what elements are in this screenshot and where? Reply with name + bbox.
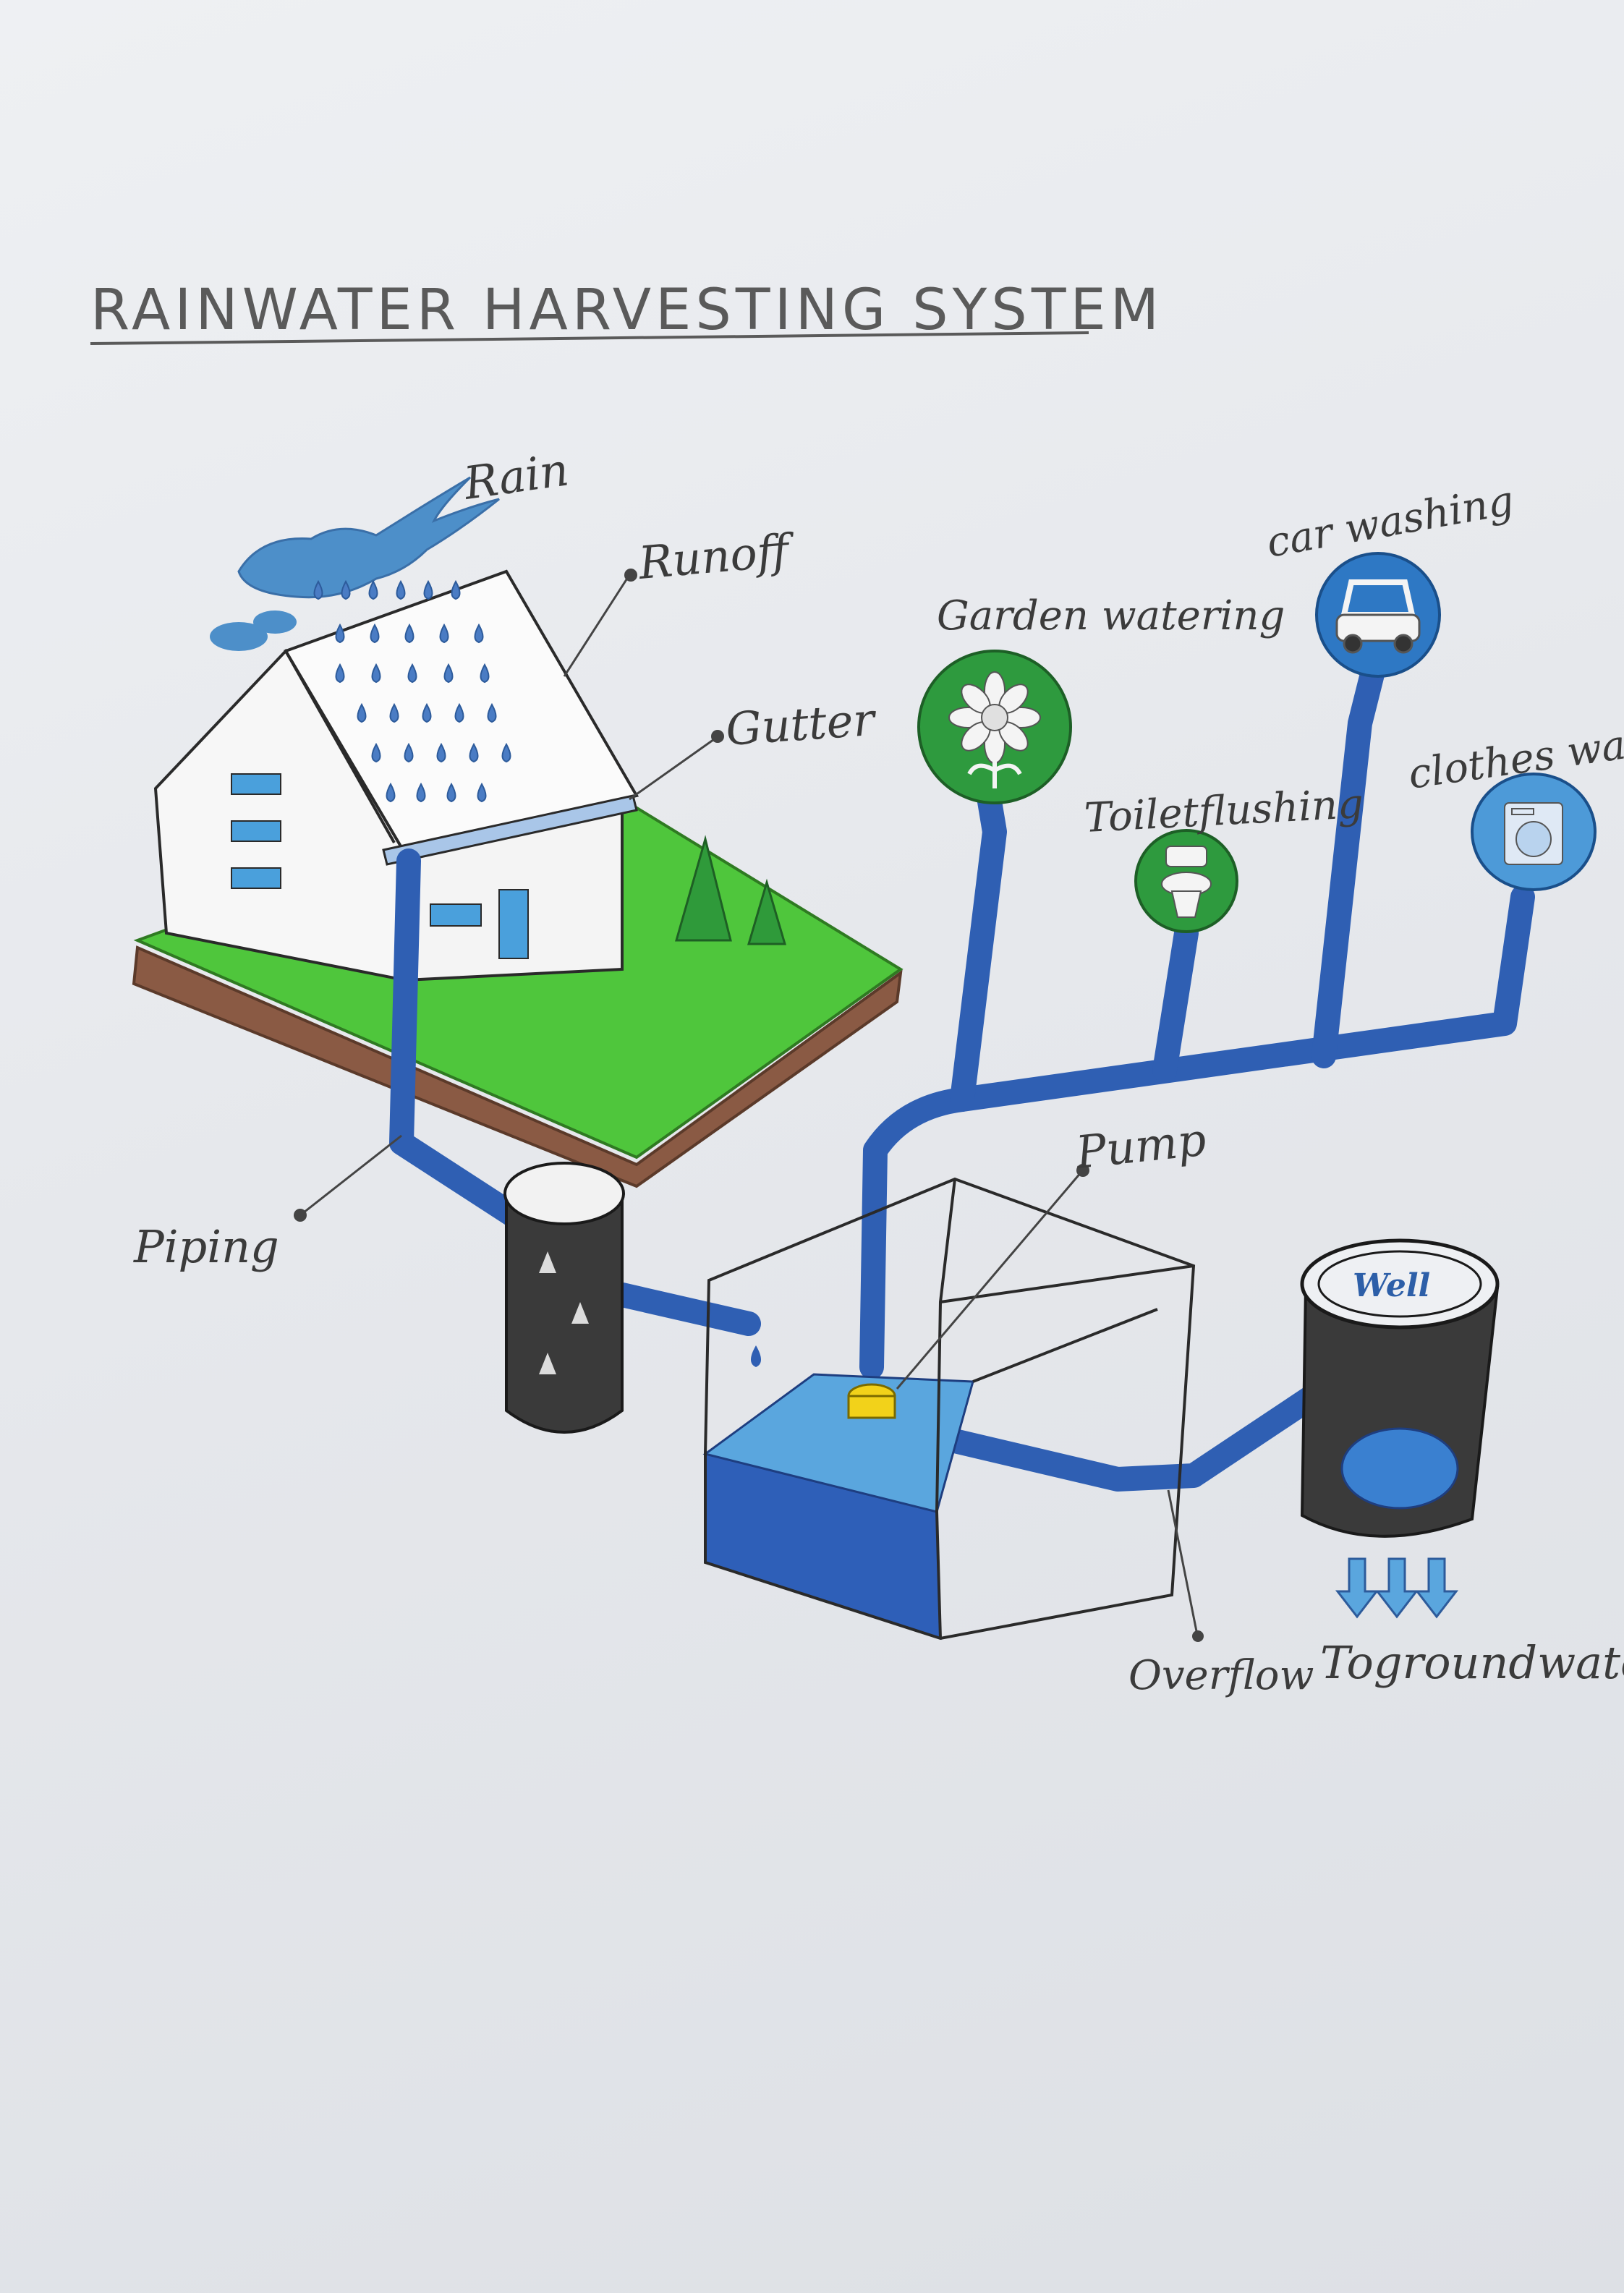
tree-icon [747, 878, 787, 945]
pump [847, 1395, 896, 1419]
car-washing-node [1315, 552, 1441, 678]
car-branch-pipe [1311, 653, 1387, 1068]
raindrop [501, 742, 511, 763]
raindrop [474, 623, 484, 644]
well-water [1340, 1427, 1459, 1510]
toilet-flushing-node [1134, 829, 1238, 933]
label-overflow: Overflow [1128, 1652, 1314, 1699]
label-rain: Rain [460, 443, 572, 510]
raindrop [487, 702, 497, 723]
arrow-down-icon [1414, 1557, 1459, 1619]
raindrop [451, 579, 461, 600]
arrow-down-icon [1335, 1557, 1379, 1619]
window [231, 773, 281, 795]
raindrop [422, 702, 432, 723]
raindrop [454, 702, 464, 723]
raindrop [423, 579, 433, 600]
well-label: Well [1353, 1267, 1430, 1304]
raindrop [370, 623, 380, 644]
leader-lines [294, 569, 1204, 1642]
raindrop [480, 663, 490, 684]
raindrop [404, 742, 414, 763]
raindrop [396, 579, 406, 600]
clothes-washing-node [1471, 773, 1597, 891]
label-toilet-flushing: Toiletflushing [1083, 780, 1364, 842]
toilet-branch-pipe [1152, 921, 1199, 1083]
raindrops [313, 579, 511, 803]
raindrop [341, 579, 351, 600]
raindrop [386, 782, 396, 803]
window [231, 867, 281, 889]
garden-branch-pipe [950, 754, 1007, 1112]
filter-outlet-pipe [610, 1282, 761, 1336]
well: Well [1300, 1238, 1500, 1538]
gutter [382, 794, 638, 866]
raindrop [313, 579, 323, 600]
filter-drum [503, 1162, 625, 1434]
raindrop [416, 782, 426, 803]
car-icon [1335, 579, 1421, 654]
toilet-icon [1161, 846, 1212, 918]
tree-icon [675, 835, 732, 942]
label-piping: Piping [133, 1220, 279, 1273]
house-scene [132, 569, 904, 1188]
door [498, 889, 529, 959]
label-gutter: Gutter [724, 693, 879, 756]
arrow-down-icon [1374, 1557, 1419, 1619]
raindrop [357, 702, 367, 723]
filter-arrow-icon [539, 1251, 589, 1374]
window [430, 903, 482, 927]
raindrop [469, 742, 479, 763]
raindrop [477, 782, 487, 803]
raindrop [407, 663, 417, 684]
pipe-network [389, 653, 1535, 1492]
diagram-title: RAINWATER HARVESTING SYSTEM [90, 278, 1163, 343]
raindrop [443, 663, 454, 684]
raindrop [335, 663, 345, 684]
garden-watering-node [917, 650, 1072, 804]
raindrop [389, 702, 399, 723]
label-runoff: Runoff [636, 523, 797, 590]
raindrop [335, 623, 345, 644]
window [231, 820, 281, 842]
well-recharge-pipe [921, 1377, 1336, 1492]
label-garden-watering: Garden watering [937, 592, 1285, 639]
soil-layer [132, 945, 903, 1188]
raindrop [439, 623, 449, 644]
groundwater-arrows [1335, 1557, 1459, 1619]
raindrop [371, 742, 381, 763]
title-underline [90, 331, 1089, 345]
raindrop [404, 623, 414, 644]
raindrop [371, 663, 381, 684]
raindrop [368, 579, 378, 600]
raindrop [436, 742, 446, 763]
downspout-pipe [389, 848, 548, 1242]
label-pump: Pump [1073, 1113, 1209, 1179]
flower-icon [948, 671, 1041, 788]
raindrop [446, 782, 456, 803]
washing-machine-icon [1504, 802, 1563, 865]
label-to-groundwater: Togroundwate [1320, 1636, 1624, 1689]
storage-tank [702, 1177, 1196, 1641]
